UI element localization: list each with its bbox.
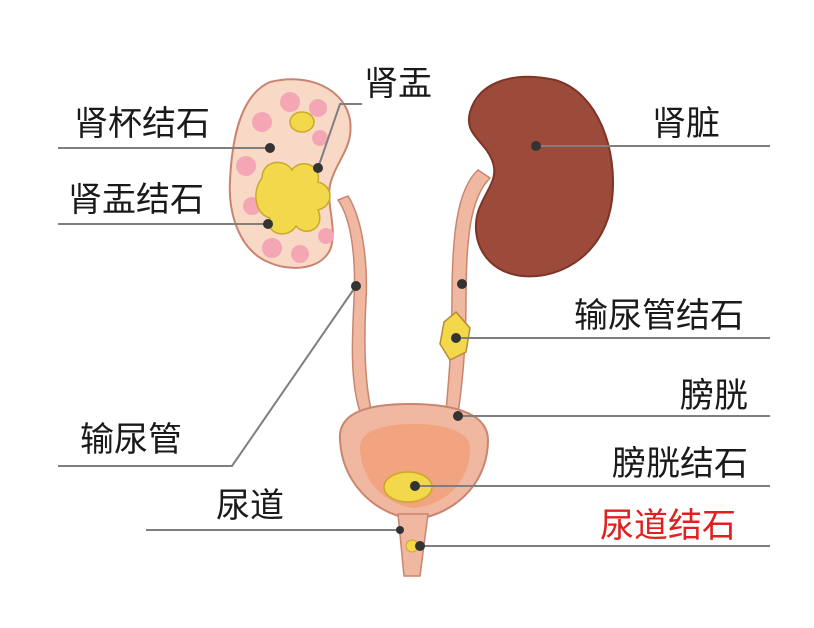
calyx-stone-shape: [289, 111, 315, 133]
label-renal-pelvis: 肾盂: [364, 64, 432, 104]
right-kidney: [467, 75, 614, 278]
pointer-dots: [263, 141, 541, 551]
label-urethra-stone: 尿道结石: [600, 506, 736, 546]
label-urethra: 尿道: [216, 486, 284, 526]
renal-pelvis-shape: [255, 161, 331, 235]
label-ureter: 输尿管: [80, 420, 182, 460]
leader-lines: [58, 103, 770, 547]
label-ureter-stone: 输尿管结石: [574, 296, 744, 336]
label-bladder: 膀胱: [680, 376, 748, 416]
label-renal-calyx-stone: 肾杯结石: [74, 104, 210, 144]
label-bladder-stone: 膀胱结石: [612, 444, 748, 484]
label-renal-pelvis-stone: 肾盂结石: [68, 180, 204, 220]
label-kidney: 肾脏: [652, 104, 720, 144]
